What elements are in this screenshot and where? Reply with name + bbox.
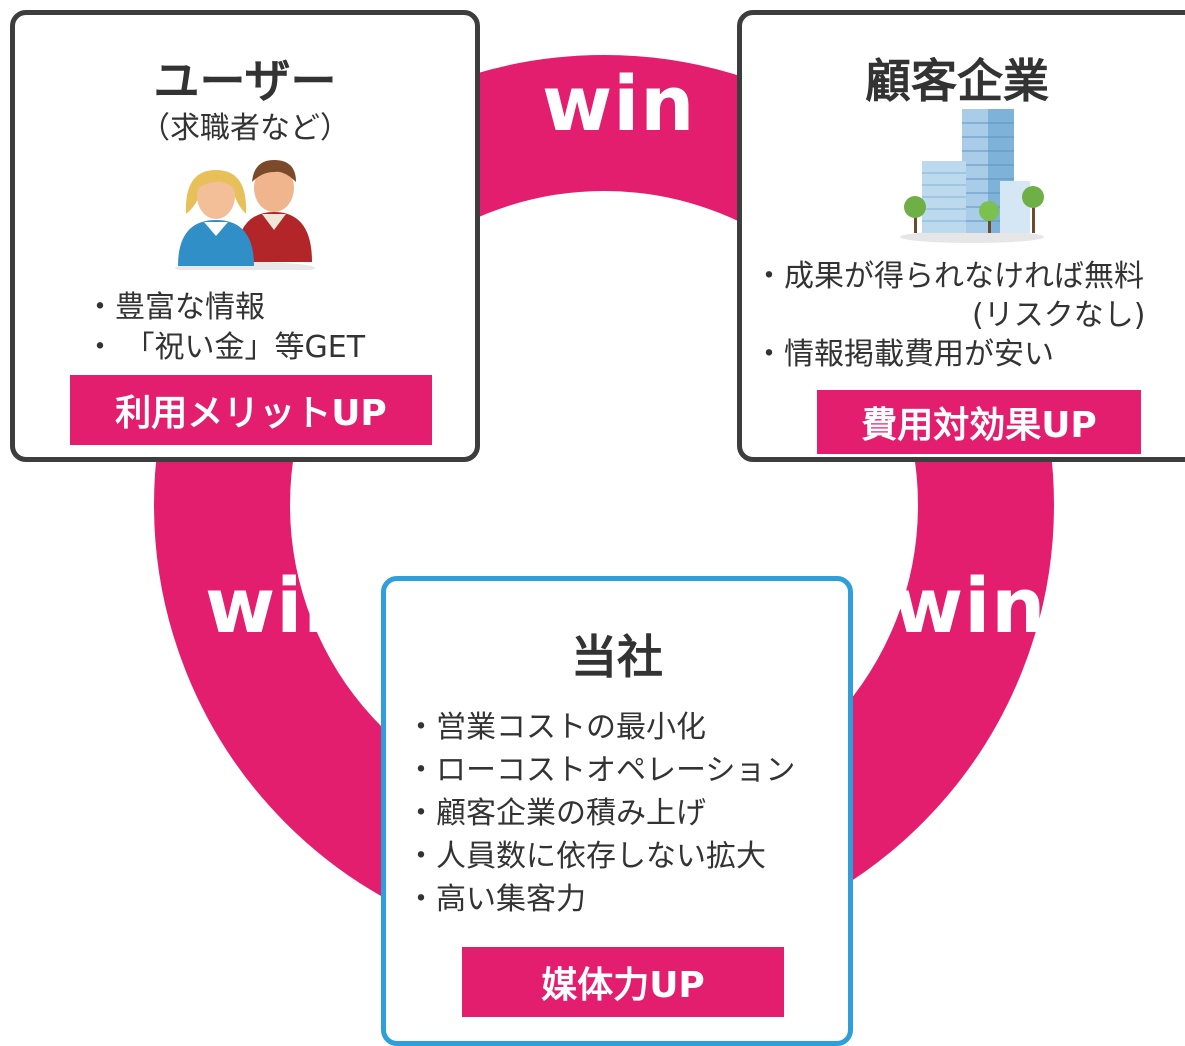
client-card: 顧客企業 ・成果が得られなければ無料 (リスクなし) ・情報掲載費用が安い 費用… [737,10,1185,462]
win-label-top: win [542,59,696,148]
user-bullet-1: ・豊富な情報 [85,290,265,325]
company-bullet-5: ・高い集客力 [406,882,586,917]
company-bullet-2: ・ローコストオペレーション [406,753,796,788]
client-bullet-2: (リスクなし) [972,298,1146,333]
win-label-left: win [205,561,359,650]
user-card-title: ユーザー [153,54,337,108]
client-bullet-1: ・成果が得られなければ無料 [754,259,1144,294]
user-badge: 利用メリットUP [70,375,432,445]
client-card-title: 顧客企業 [865,54,1049,108]
client-bullet-3: ・情報掲載費用が安い [754,337,1054,372]
client-badge: 費用対効果UP [817,390,1141,454]
office-building-icon [900,109,1044,243]
win-label-right: win [893,561,1047,650]
company-bullet-3: ・顧客企業の積み上げ [406,796,706,831]
company-bullet-4: ・人員数に依存しない拡大 [406,839,766,874]
company-badge: 媒体力UP [462,947,784,1017]
company-bullet-1: ・営業コストの最小化 [406,710,706,745]
company-card-title: 当社 [571,630,663,684]
user-card: ユーザー （求職者など） ・豊富な情報 ・ 「祝い金」等GET 利用メリットUP [10,10,480,462]
user-card-subtitle: （求職者など） [140,111,350,146]
people-icon [175,160,315,270]
user-bullet-2: ・ 「祝い金」等GET [85,330,366,365]
company-card: 当社 ・営業コストの最小化 ・ローコストオペレーション ・顧客企業の積み上げ ・… [381,576,853,1046]
